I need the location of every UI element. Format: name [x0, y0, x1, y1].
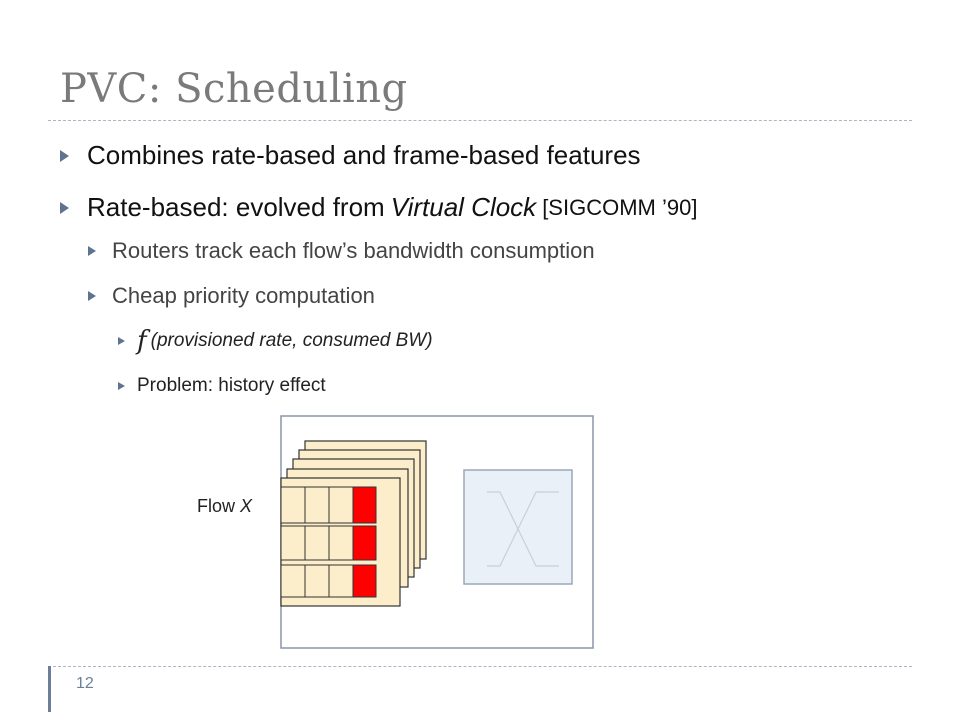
function-symbol: f [137, 326, 147, 356]
footer-accent-bar [48, 666, 51, 712]
bullet-arrow-icon [118, 382, 125, 390]
bullet-arrow-icon [60, 149, 69, 162]
bullet-text-citation: [SIGCOMM ’90] [542, 194, 698, 220]
bullet-text-prefix: Rate-based: evolved from [87, 192, 385, 222]
bullet-routers-track: Routers track each flow’s bandwidth cons… [88, 238, 595, 264]
page-number: 12 [76, 675, 94, 692]
slide-title: PVC: Scheduling [60, 66, 408, 112]
flow-label: Flow X [197, 496, 252, 517]
virtual-channel-row-1 [280, 486, 377, 524]
virtual-channel-row-2 [280, 525, 377, 561]
bullet-text: Combines rate-based and frame-based feat… [87, 140, 641, 170]
bullet-text-italic: Virtual Clock [390, 192, 537, 222]
bullet-arrow-icon [88, 291, 96, 301]
bullet-rate-based: Rate-based: evolved from Virtual Clock [… [60, 192, 697, 223]
bullet-arrow-icon [118, 337, 125, 345]
bullet-history-effect: Problem: history effect [118, 375, 326, 397]
bullet-priority-function: f (provisioned rate, consumed BW) [118, 326, 433, 356]
virtual-channel-row-3 [280, 564, 377, 598]
flow-label-text: Flow [197, 496, 241, 516]
function-arguments: (provisioned rate, consumed BW) [150, 330, 433, 351]
bullet-text: Problem: history effect [137, 375, 326, 396]
bullet-arrow-icon [88, 246, 96, 256]
footer-divider [48, 666, 912, 667]
flit-highlight [352, 486, 377, 524]
bullet-arrow-icon [60, 201, 69, 214]
crossbar-switch [463, 469, 573, 585]
title-divider [48, 120, 912, 121]
crossbar-x-icon [487, 491, 559, 567]
flow-label-variable: X [240, 496, 253, 516]
flit-highlight [352, 564, 377, 598]
bullet-text: Routers track each flow’s bandwidth cons… [112, 238, 595, 263]
bullet-text: Cheap priority computation [112, 283, 375, 308]
bullet-combines-features: Combines rate-based and frame-based feat… [60, 140, 641, 171]
flit-highlight [352, 525, 377, 561]
bullet-cheap-priority: Cheap priority computation [88, 283, 375, 309]
